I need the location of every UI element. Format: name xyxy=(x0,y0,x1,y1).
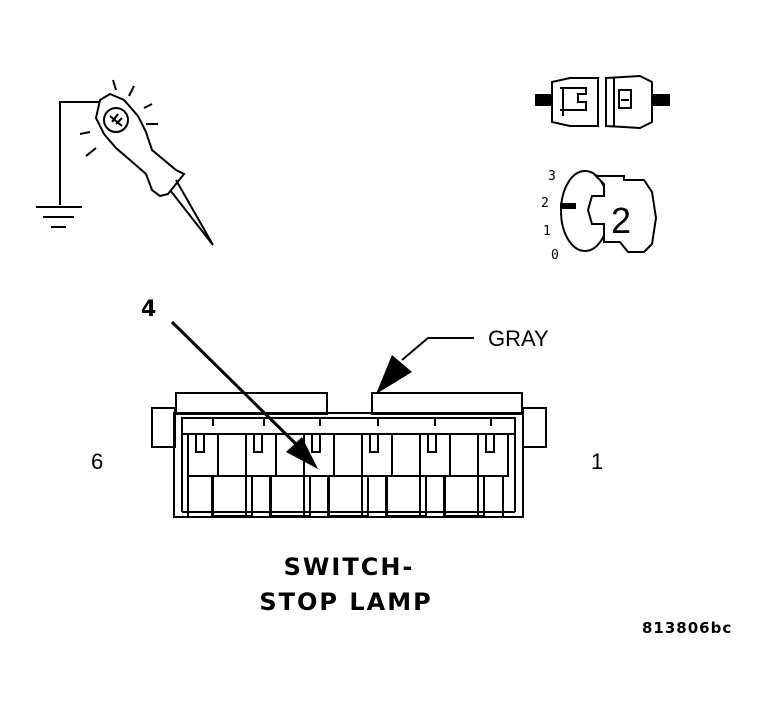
terminal-cavity-5 xyxy=(245,434,277,516)
component-title-line2: STOP LAMP xyxy=(259,588,432,616)
terminal-cavity-3 xyxy=(361,434,393,516)
figure-id: 813806bc xyxy=(642,619,732,637)
terminal-slot-6 xyxy=(211,475,253,517)
terminal-slot-5 xyxy=(269,475,311,517)
terminal-slot-3 xyxy=(385,475,427,517)
component-title-line1: SWITCH- xyxy=(284,553,415,581)
connector-terminals xyxy=(187,434,509,517)
terminal-slot-4 xyxy=(327,475,369,517)
callout-arrow xyxy=(170,320,318,469)
wire-color-label: GRAY xyxy=(488,326,549,351)
dial-position-1: 1 xyxy=(543,224,551,239)
dial-position-2: 2 xyxy=(541,196,549,211)
stop-lamp-switch-connector xyxy=(151,392,547,518)
dial-selected-value: 2 xyxy=(611,200,631,241)
connector-plug-icon xyxy=(535,74,670,130)
terminal-cavity-1 xyxy=(477,434,509,516)
callout-number: 4 xyxy=(141,297,156,322)
dial-position-3: 3 xyxy=(548,169,556,184)
test-light-icon xyxy=(59,79,214,246)
terminal-cavity-4 xyxy=(303,434,335,516)
pin-label-right: 1 xyxy=(591,449,603,474)
pin-label-left: 6 xyxy=(91,449,103,474)
terminal-cavity-6 xyxy=(187,434,219,516)
ground-symbol-icon xyxy=(36,206,82,228)
terminal-slot-2 xyxy=(443,475,485,517)
gray-leader-arrow xyxy=(376,337,474,394)
selector-dial-icon: 3 2 1 0 2 xyxy=(541,169,658,263)
terminal-cavity-2 xyxy=(419,434,451,516)
dial-position-0: 0 xyxy=(551,248,559,263)
